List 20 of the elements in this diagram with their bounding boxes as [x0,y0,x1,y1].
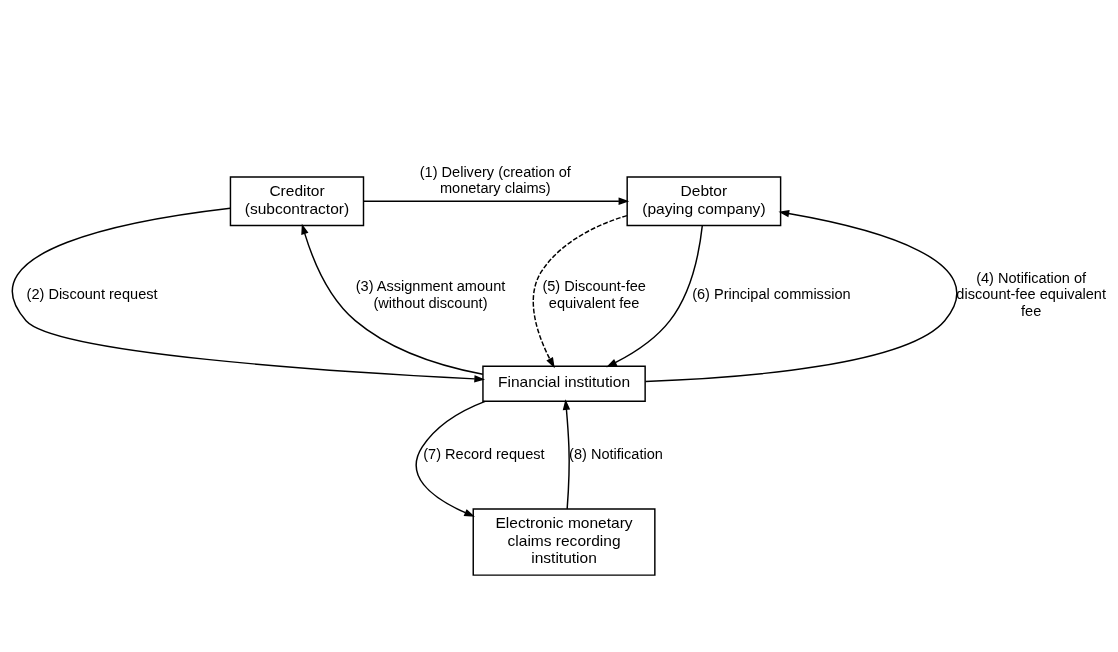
arrow [606,224,703,367]
edge-label: (5) Discount-fee equivalent fee [542,277,646,311]
edge-label: (6) Principal commission [692,285,851,302]
arrow [11,207,486,383]
arrow [415,400,486,517]
edge-label: (1) Delivery (creation of monetary claims) [419,163,571,196]
arrow [644,209,958,382]
edge-label: (3) Assignment amount (without discount) [355,277,506,311]
node-box: Electronic monetary claims recording institution [472,507,656,576]
node-box: Financial institution [482,365,646,402]
arrow [562,398,571,510]
arrow [532,214,628,368]
edge-label: (8) Notification [569,445,663,462]
node-box: Debtor (paying company) [626,175,782,226]
edge-label: (7) Record request [423,445,545,462]
node-box: Creditor (subcontractor) [229,175,365,226]
arrow [301,223,484,375]
arrow [363,196,630,205]
edge-label: (4) Notification of discount-fee equivalent fee [956,269,1106,319]
edge-label: (2) Discount request [26,285,158,302]
